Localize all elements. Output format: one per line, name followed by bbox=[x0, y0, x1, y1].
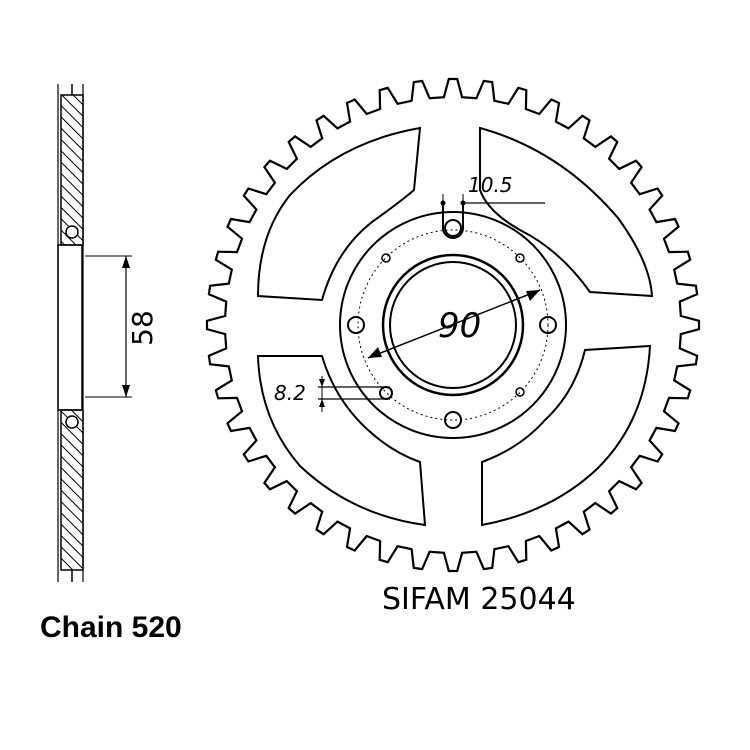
window-top-right bbox=[479, 126, 654, 298]
hub-ring-outer bbox=[339, 211, 567, 439]
bolt-circle-line bbox=[357, 229, 549, 421]
center-bore bbox=[381, 253, 525, 397]
part-number: SIFAM 25044 bbox=[382, 582, 576, 617]
side-profile-view: 58 bbox=[57, 84, 159, 582]
profile-hatch-top bbox=[60, 94, 84, 246]
bolt-hole-bottom bbox=[444, 411, 462, 429]
sprocket-face-view: 10.5 90 8.2 bbox=[205, 77, 701, 573]
dimension-label-90: 90 bbox=[438, 306, 481, 346]
profile-hub bbox=[57, 244, 83, 411]
dimension-line-90 bbox=[367, 289, 541, 359]
keyhole-slot bbox=[442, 205, 464, 239]
dimension-label-58: 58 bbox=[126, 310, 159, 346]
chain-size-label: Chain 520 bbox=[40, 611, 182, 644]
profile-hatch-bottom bbox=[60, 409, 84, 571]
bolt-hole-left bbox=[347, 316, 365, 334]
dimension-label-8-2: 8.2 bbox=[274, 381, 306, 405]
window-bottom-left bbox=[256, 355, 427, 527]
bolt-hole-right bbox=[539, 316, 557, 334]
dimension-label-10-5: 10.5 bbox=[468, 173, 513, 197]
bolt-hole-bottom-right bbox=[515, 387, 525, 397]
bolt-hole-top-left bbox=[381, 253, 391, 263]
window-top-left bbox=[256, 126, 422, 302]
window-bottom-right bbox=[481, 344, 652, 527]
bolt-hole-bottom-left bbox=[379, 386, 393, 400]
sprocket-teeth-outline bbox=[205, 77, 701, 573]
bolt-hole-top-right bbox=[515, 253, 525, 263]
bolt-hole-top bbox=[444, 219, 462, 237]
